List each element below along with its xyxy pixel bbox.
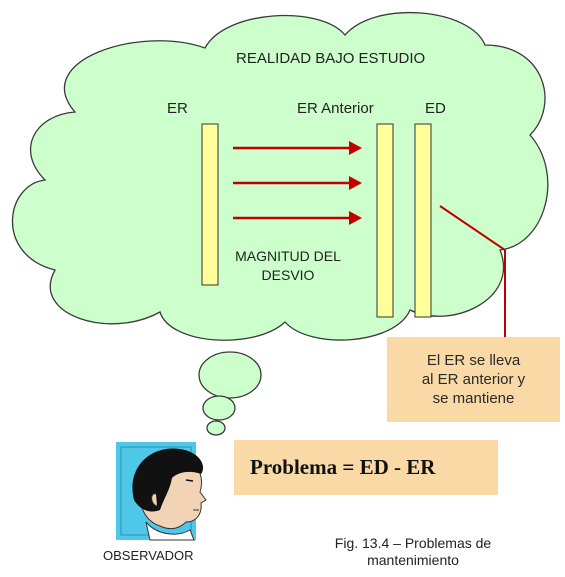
er-bar <box>201 123 219 286</box>
thought-bubble-medium <box>202 395 236 421</box>
figure-caption: Fig. 13.4 – Problemas de mantenimiento <box>268 535 558 569</box>
magnitude-label: MAGNITUD DEL DESVIO <box>235 248 341 283</box>
observer-eye <box>185 479 194 482</box>
thought-bubble-small <box>206 420 226 436</box>
note-line-3: se mantiene <box>432 390 515 407</box>
er-label: ER <box>167 100 188 117</box>
note-line-2: al ER anterior y <box>421 371 526 388</box>
er-anterior-label: ER Anterior <box>297 100 374 117</box>
ed-label: ED <box>425 100 446 117</box>
observer-collar <box>145 521 195 541</box>
note-line-1: El ER se lleva <box>426 352 521 369</box>
cloud-title: REALIDAD BAJO ESTUDIO <box>236 50 426 67</box>
observer-label: OBSERVADOR <box>103 548 194 563</box>
cloud-shape <box>11 11 549 341</box>
arrow-2-head <box>349 176 362 190</box>
arrow-1-head <box>349 141 362 155</box>
observer-face <box>116 442 207 541</box>
arrow-3-head <box>349 211 362 225</box>
thought-bubble-large <box>198 351 262 399</box>
note-connector <box>439 205 506 338</box>
thought-cloud <box>11 11 549 436</box>
formula-box: Problema = ED - ER <box>234 440 498 495</box>
note-box: El ER se lleva al ER anterior y se manti… <box>387 337 560 422</box>
deviation-arrows <box>233 141 362 225</box>
caption-line-2: mantenimiento <box>367 552 459 568</box>
observer-hair <box>132 448 204 512</box>
observer-ear <box>151 493 158 507</box>
caption-line-1: Fig. 13.4 – Problemas de <box>334 535 492 551</box>
ed-bar <box>414 123 432 318</box>
er-anterior-bar <box>376 123 394 318</box>
